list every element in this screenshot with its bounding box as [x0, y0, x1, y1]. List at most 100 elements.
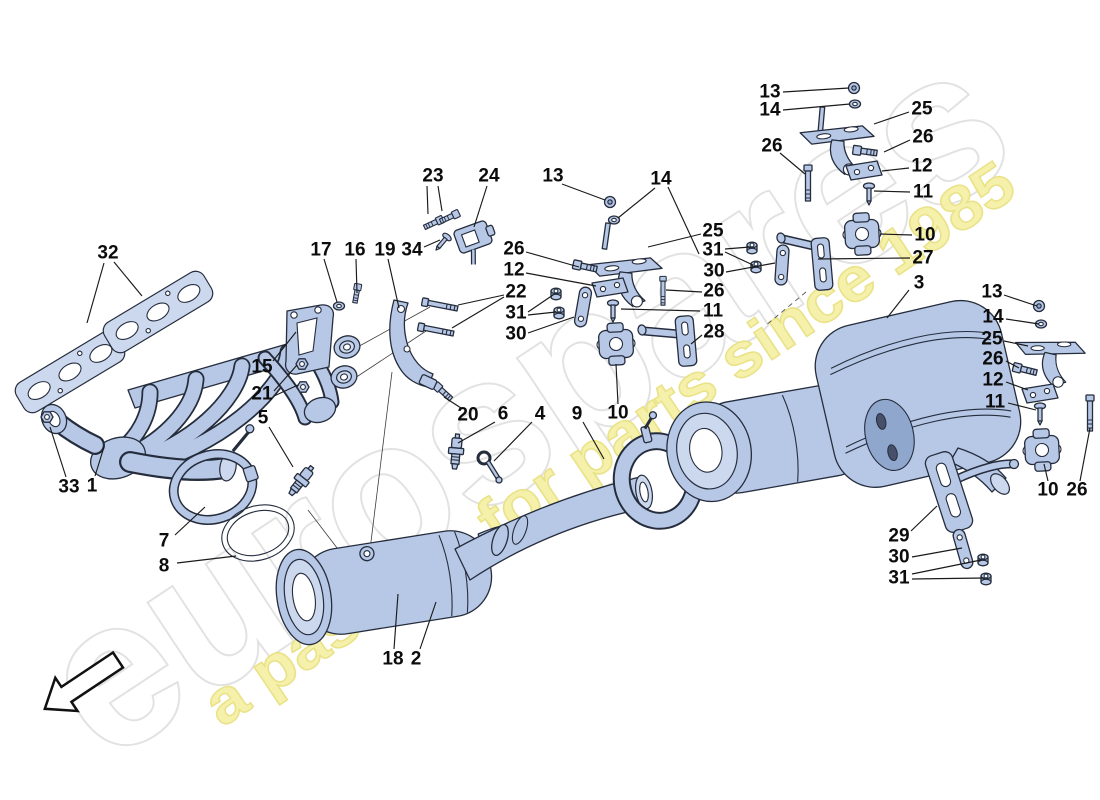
- part-number-label: 26: [761, 136, 782, 157]
- bolt-26c: [803, 164, 813, 202]
- part-number-label: 14: [759, 100, 781, 121]
- leader-line: [1003, 294, 1038, 307]
- part-number-label: 12: [911, 156, 932, 177]
- hanger-bracket-29: [924, 451, 974, 533]
- part-number-label: 3: [914, 273, 925, 294]
- stud-middle: [601, 222, 611, 250]
- part-number-label: 10: [607, 403, 628, 424]
- leader-line: [879, 233, 913, 236]
- part-number-label: 13: [542, 166, 563, 187]
- part-number-label: 16: [344, 240, 365, 261]
- part-number-label: 28: [703, 322, 724, 343]
- leader-line: [268, 426, 294, 468]
- part-number-label: 26: [982, 349, 1003, 370]
- part-number-label: 12: [982, 370, 1003, 391]
- front-silencer: [666, 383, 867, 503]
- part-number-label: 31: [505, 303, 527, 324]
- leader-line: [667, 186, 700, 255]
- leader-line: [647, 233, 702, 248]
- part-number-label: 25: [911, 99, 933, 120]
- leader-line: [323, 258, 338, 303]
- leader-line: [387, 258, 400, 309]
- leader-line: [910, 505, 938, 532]
- leader-line: [881, 167, 910, 172]
- leader-line: [437, 185, 443, 212]
- washer-14b: [848, 99, 862, 109]
- nut-21a: [295, 358, 309, 370]
- exhaust-gasket-ring: [221, 504, 295, 562]
- bolt-26f: [1085, 394, 1095, 432]
- leader-line: [473, 185, 488, 228]
- leader-line: [527, 311, 557, 316]
- part-number-label: 11: [913, 182, 934, 203]
- bolt-26d: [659, 275, 667, 306]
- manifold-nut-33: [40, 411, 54, 423]
- leader-line: [525, 272, 597, 287]
- part-number-label: 10: [1037, 480, 1058, 501]
- part-number-label: 1: [87, 476, 98, 497]
- part-number-label: 33: [58, 477, 79, 498]
- part-number-label: 27: [912, 248, 933, 269]
- part-number-label: 12: [503, 260, 524, 281]
- leader-line: [527, 316, 575, 334]
- bolt-26e: [1011, 361, 1039, 378]
- nut-21b: [296, 381, 310, 393]
- leader-line: [1043, 463, 1049, 482]
- part-number-label: 13: [759, 82, 780, 103]
- support-strap-19: [389, 299, 438, 390]
- leader-line: [49, 426, 67, 478]
- part-number-label: 26: [1066, 480, 1087, 501]
- part-number-label: 25: [702, 221, 724, 242]
- leader-line: [779, 152, 806, 175]
- part-number-label: 8: [159, 556, 170, 577]
- leader-line: [886, 289, 910, 319]
- part-number-label: 34: [401, 240, 423, 261]
- leader-line: [113, 261, 143, 297]
- part-number-label: 26: [503, 239, 524, 260]
- leader-line: [1005, 360, 1020, 369]
- link-strap-30b: [773, 243, 791, 287]
- bolt-22a: [420, 297, 459, 314]
- leader-line: [1007, 402, 1037, 411]
- leader-lines: [49, 87, 1091, 650]
- part-number-label: 2: [411, 649, 422, 670]
- part-number-label: 7: [159, 531, 170, 552]
- leader-line: [525, 251, 580, 268]
- leader-line: [426, 185, 429, 215]
- leader-line: [883, 139, 911, 153]
- part-number-label: 5: [258, 408, 269, 429]
- part-number-label: 20: [457, 405, 478, 426]
- part-number-label: 19: [374, 240, 395, 261]
- rubber-mount-10c: [1021, 427, 1063, 473]
- leader-line: [911, 547, 963, 558]
- mount-bracket-28: [637, 315, 698, 367]
- manifold-gasket-set: [14, 270, 214, 414]
- mount-bracket-27: [776, 232, 834, 291]
- direction-arrow: [43, 650, 125, 713]
- leader-line: [561, 183, 606, 201]
- flange-nut-31a: [550, 287, 562, 301]
- washer-17: [332, 301, 346, 311]
- leader-line: [273, 384, 299, 397]
- leader-line: [620, 308, 701, 312]
- part-number-label: 26: [912, 127, 933, 148]
- leader-line: [782, 87, 850, 93]
- valve-actuator-24: [453, 220, 496, 265]
- leader-line: [174, 506, 206, 536]
- leader-line: [393, 593, 399, 650]
- hanger-rod: [953, 458, 1020, 485]
- v-band-clamp: [168, 424, 259, 525]
- part-number-label: 10: [914, 225, 935, 246]
- assembly-line: [351, 330, 427, 381]
- part-number-label: 11: [703, 301, 724, 322]
- leader-line: [911, 577, 985, 580]
- leader-line: [176, 555, 237, 564]
- leader-line: [86, 262, 105, 324]
- leader-line: [1003, 340, 1029, 347]
- part-number-label: 18: [382, 649, 403, 670]
- part-number-label: 6: [498, 404, 509, 425]
- leader-line: [527, 294, 554, 313]
- part-number-label: 4: [535, 404, 546, 425]
- leader-line: [272, 331, 297, 362]
